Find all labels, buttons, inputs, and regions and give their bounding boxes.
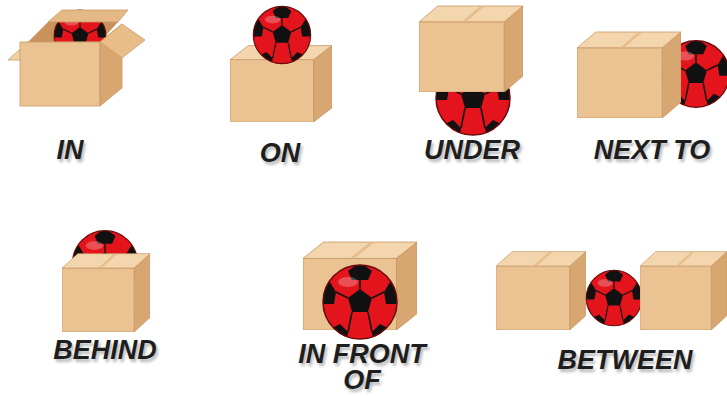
- box-ball-on: [230, 4, 332, 122]
- preposition-label: BEHIND: [53, 338, 157, 364]
- preposition-label: ON: [260, 141, 301, 167]
- preposition-label: UNDER: [424, 138, 520, 164]
- preposition-label: NEXT TO: [594, 138, 711, 164]
- box-ball-in-front-of: [303, 242, 417, 344]
- preposition-label: IN: [57, 138, 84, 164]
- box-ball-behind: [62, 228, 150, 332]
- boxes-ball-between: [496, 252, 727, 330]
- box-ball-next-to: [577, 32, 727, 118]
- preposition-label: IN FRONT OF: [287, 342, 437, 393]
- open-box-with-ball: [8, 8, 145, 106]
- box-ball-under: [419, 6, 523, 140]
- preposition-label: BETWEEN: [558, 348, 693, 374]
